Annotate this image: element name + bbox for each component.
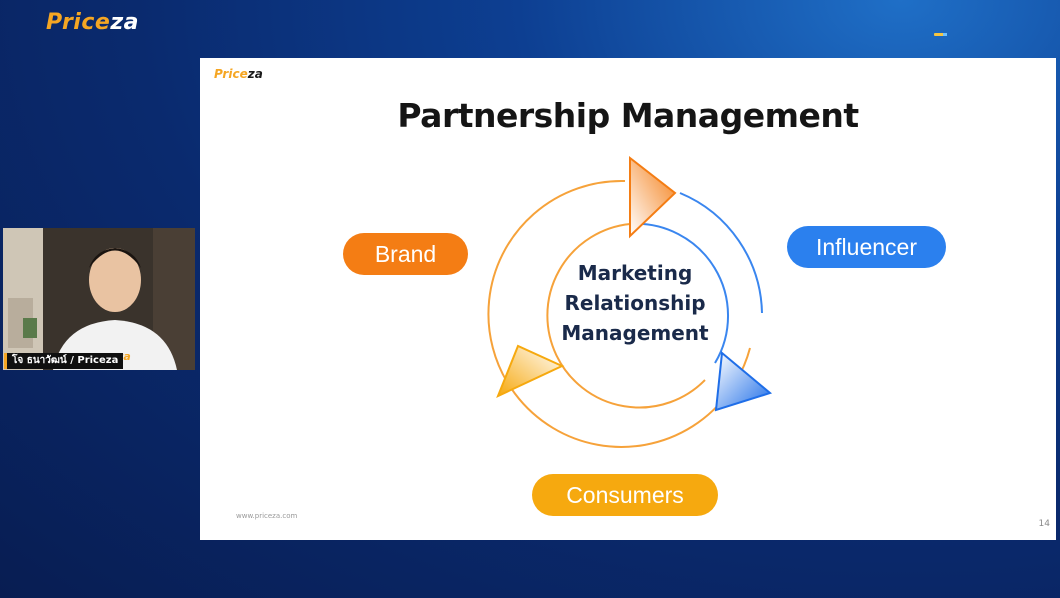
slide-title: Partnership Management [397, 96, 859, 135]
outer-ring-arc-right [679, 192, 763, 314]
influencer-pill: Influencer [787, 226, 946, 268]
stream-logo-part2: za [110, 10, 139, 35]
slide-logo: Priceza [214, 67, 263, 81]
center-line-3: Management [561, 321, 709, 345]
brand-pill: Brand [343, 233, 468, 275]
cycle-center-label: Marketing Relationship Management [535, 258, 735, 348]
slide-logo-part1: Price [214, 67, 248, 81]
cycle-diagram [487, 155, 773, 448]
orange-arrowhead [629, 155, 677, 239]
center-line-2: Relationship [564, 291, 706, 315]
speaker-video: za [3, 228, 195, 370]
yellow-arrowhead [496, 344, 565, 398]
speaker-video-frame: za [3, 228, 195, 370]
stream-logo-part1: Price [46, 10, 111, 35]
inner-ring-arc-orange [546, 223, 706, 409]
blue-arrowhead [714, 351, 773, 412]
center-line-1: Marketing [577, 261, 693, 285]
slide-logo-part2: za [247, 67, 263, 81]
stream-logo: Priceza [46, 10, 139, 35]
slide-footer-url: www.priceza.com [236, 512, 298, 520]
mini-watermark [934, 33, 947, 36]
speaker-caption: โจ ธนาวัฒน์ / Priceza [4, 353, 124, 369]
consumers-pill: Consumers [532, 474, 718, 516]
inner-ring-arc-blue [629, 222, 729, 364]
slide-page-number: 14 [1038, 519, 1050, 529]
presentation-slide: Priceza Partnership Management [200, 58, 1056, 540]
outer-ring-arc [487, 179, 751, 448]
